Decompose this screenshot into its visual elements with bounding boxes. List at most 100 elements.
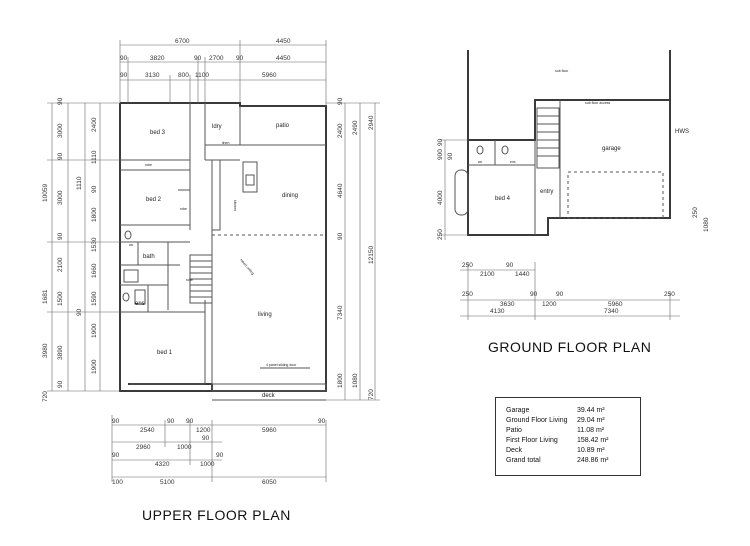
dim-left-3980: 3980: [42, 343, 49, 358]
dim-left-1110a: 1110: [91, 150, 98, 164]
upper-stairs: [189, 254, 213, 304]
dim-left-1900b: 1900: [91, 359, 98, 374]
ground-floor-plan-title: GROUND FLOOR PLAN: [488, 339, 652, 355]
dim-h-5960: 5960: [608, 301, 623, 308]
dim-h-2100: 2100: [480, 271, 495, 278]
upper-floor-plan: bed 3 ldry patio robe linen bed 2 robe k…: [42, 38, 380, 486]
deck-outline: [211, 383, 327, 392]
dim-left-90e: 90: [76, 308, 83, 316]
dim-top-4450a: 4450: [276, 38, 291, 45]
dim-h-90b: 90: [530, 291, 538, 298]
garage-door-zone: [567, 171, 664, 219]
area-label: Ground Floor Living: [506, 417, 568, 424]
dim-right-4640: 4640: [337, 183, 344, 198]
dim-bot-5960: 5960: [262, 427, 277, 434]
dim-bot-90f: 90: [112, 452, 120, 459]
dim-right-1080: 1080: [352, 373, 359, 388]
ground-left-dimensions: [440, 139, 468, 240]
area-schedule-table: Garage 39.44 m² Ground Floor Living 29.0…: [495, 397, 641, 476]
dim-h-7340: 7340: [604, 308, 619, 315]
upper-bottom-dimensions: [111, 415, 327, 482]
dim-left-3000a: 3000: [57, 123, 64, 138]
sink-icon: [245, 174, 255, 186]
room-subfloor: sub floor: [555, 69, 569, 73]
area-value: 39.44 m²: [577, 407, 605, 414]
area-value: 11.08 m²: [577, 427, 605, 434]
dim-left-3000b: 3000: [57, 190, 64, 205]
dim-bot-90g: 90: [216, 452, 224, 459]
dim-bot-4320: 4320: [155, 461, 170, 468]
dim-left-1590: 1590: [91, 291, 98, 306]
dim-h-4130: 4130: [490, 308, 505, 315]
dim-right-7340: 7340: [337, 305, 344, 320]
dim-top-4450b: 4450: [276, 55, 291, 62]
upper-top-dimensions: [119, 40, 327, 106]
dim-left-1500: 1500: [57, 291, 64, 306]
dim-bot-2960: 2960: [136, 444, 151, 451]
dim-left-90f: 90: [57, 380, 64, 388]
dim-top-90b: 90: [194, 55, 202, 62]
dim-left-2400: 2400: [91, 117, 98, 132]
dim-right-720: 720: [368, 389, 375, 400]
dim-left-720: 720: [42, 391, 49, 402]
dim-h-1440: 1440: [515, 271, 530, 278]
dim-right-2940: 2940: [368, 115, 375, 130]
dim-left-90b: 90: [57, 152, 64, 160]
dim-right-90b: 90: [337, 232, 344, 240]
shower: [134, 289, 146, 305]
area-value: 248.86 m²: [577, 457, 609, 464]
upper-interior-walls: [120, 103, 326, 384]
dim-top-90a: 90: [120, 55, 128, 62]
dim-g-90b: 90: [447, 152, 454, 160]
dim-h-250a: 250: [462, 262, 473, 269]
dim-left-90: 90: [57, 97, 64, 105]
dim-bot-1000a: 1000: [177, 444, 192, 451]
dim-h-1200: 1200: [542, 301, 557, 308]
room-ens: ens: [135, 301, 145, 307]
bath-tub: [123, 269, 139, 283]
area-label: Deck: [506, 447, 522, 454]
dim-g-1080: 1080: [703, 217, 710, 232]
dim-bot-90e: 90: [202, 435, 210, 442]
room-bed3: bed 3: [150, 130, 166, 136]
dim-right-2400: 2400: [337, 123, 344, 138]
ground-bottom-dimensions: [460, 262, 680, 320]
ground-toilet-icon: [476, 145, 484, 155]
upper-left-dimensions: [47, 102, 120, 392]
dim-h-250b: 250: [462, 291, 473, 298]
dim-h-90a: 90: [506, 262, 514, 269]
dim-right-1800: 1800: [337, 373, 344, 388]
dim-right-2490: 2490: [352, 120, 359, 135]
dim-bot-6050: 6050: [262, 479, 277, 486]
area-value: 158.42 m²: [577, 437, 609, 444]
room-kitchen: kitchen: [233, 200, 237, 211]
dim-top-3130: 3130: [145, 72, 160, 79]
room-linen: linen: [222, 141, 229, 145]
dim-bot-1000b: 1000: [200, 461, 215, 468]
dim-h-250c: 250: [664, 291, 675, 298]
dim-bot-1200: 1200: [196, 427, 211, 434]
kitchen-bench: [211, 159, 221, 231]
area-row: Patio 11.08 m²: [506, 427, 636, 436]
area-label: Patio: [506, 427, 522, 434]
area-row: Garage 39.44 m²: [506, 407, 636, 416]
dim-top-3820: 3820: [150, 55, 165, 62]
ground-exterior-walls: [467, 99, 671, 236]
dim-left-2100: 2100: [57, 257, 64, 272]
room-entry: entry: [540, 189, 553, 195]
ground-stairs: [536, 107, 560, 169]
room-bath: bath: [143, 254, 155, 260]
room-subfloor-access: sub floor access: [585, 101, 611, 105]
ground-ens-toilet-icon: [501, 145, 509, 155]
dim-left-10059: 10059: [42, 184, 49, 202]
dim-g-250b: 250: [692, 207, 699, 218]
room-deck: deck: [262, 393, 276, 399]
dim-bot-90b: 90: [167, 418, 175, 425]
room-ground-wc: wc: [478, 160, 483, 164]
area-row: Grand total 248.86 m²: [506, 457, 636, 466]
room-garage: garage: [602, 146, 621, 152]
dim-bot-100: 100: [112, 479, 123, 486]
dim-left-1800: 1800: [91, 207, 98, 222]
dim-right-90: 90: [337, 97, 344, 105]
room-dining: dining: [282, 193, 298, 199]
